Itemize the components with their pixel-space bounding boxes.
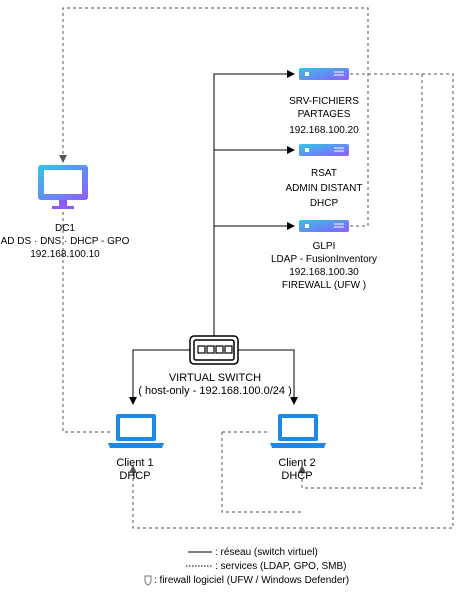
- glpi-role: LDAP - FusionInventory: [271, 254, 377, 265]
- legend-lines: [144, 551, 212, 586]
- glpi-label: GLPI LDAP - FusionInventory 192.168.100.…: [250, 240, 398, 292]
- rsat-name: RSAT: [311, 168, 337, 179]
- rsat-dhcp: DHCP: [309, 198, 339, 209]
- rsat-server-icon: [299, 144, 349, 156]
- service-link-client2-down: [221, 432, 302, 513]
- srv-fichiers-label: SRV-FICHIERS PARTAGES 192.168.100.20: [264, 95, 384, 137]
- client2-role: DHCP: [281, 470, 313, 482]
- client1-label: Client 1 DHCP: [100, 457, 170, 483]
- virtual-switch-icon: [189, 335, 239, 365]
- glpi-ip: 192.168.100.30: [289, 267, 359, 278]
- client1-laptop-icon: [108, 414, 164, 448]
- switch-label: VIRTUAL SWITCH ( host-only - 192.168.100…: [130, 372, 300, 398]
- legend-network-text: : réseau (switch virtuel): [215, 547, 318, 558]
- link-switch-to-client1: [129, 349, 190, 405]
- service-link-dc1-to-client1: [62, 212, 110, 433]
- glpi-firewall: FIREWALL (UFW ): [281, 280, 367, 291]
- client2-name: Client 2: [278, 457, 316, 469]
- rsat-role: ADMIN DISTANT: [285, 183, 363, 194]
- srv-fichiers-server-icon: [299, 68, 349, 80]
- service-link-srv-to-bottom: [129, 73, 454, 529]
- srv-fichiers-role: PARTAGES: [297, 109, 351, 120]
- rsat-label: RSAT ADMIN DISTANT DHCP: [264, 167, 384, 210]
- dc1-services: AD DS · DNS · DHCP - GPO: [0, 236, 130, 247]
- glpi-server-icon: [299, 220, 349, 232]
- legend-firewall-text: : firewall logiciel (UFW / Windows Defen…: [154, 575, 350, 586]
- srv-fichiers-name: SRV-FICHIERS: [289, 96, 359, 107]
- shield-icon: [144, 575, 152, 586]
- network-links: [129, 70, 298, 405]
- legend-services-text: : services (LDAP, GPO, SMB): [215, 561, 347, 572]
- dc1-monitor-icon: [38, 165, 88, 209]
- dc1-name: DC1: [54, 223, 75, 234]
- client1-role: DHCP: [119, 470, 151, 482]
- service-link-srv-to-dc1: [59, 7, 369, 226]
- link-switch-to-srv-fichiers: [213, 70, 295, 342]
- service-links: [59, 7, 454, 529]
- dc1-ip: 192.168.100.10: [30, 249, 100, 260]
- client2-label: Client 2 DHCP: [262, 457, 332, 483]
- glpi-name: GLPI: [312, 241, 336, 252]
- client2-laptop-icon: [270, 414, 326, 448]
- client1-name: Client 1: [116, 457, 154, 469]
- switch-network: ( host-only - 192.168.100.0/24 ): [138, 385, 292, 397]
- dc1-label: DC1 AD DS · DNS · DHCP - GPO 192.168.100…: [0, 222, 130, 261]
- link-switch-to-client2: [238, 349, 298, 405]
- switch-name: VIRTUAL SWITCH: [168, 372, 262, 384]
- srv-fichiers-ip: 192.168.100.20: [289, 125, 359, 136]
